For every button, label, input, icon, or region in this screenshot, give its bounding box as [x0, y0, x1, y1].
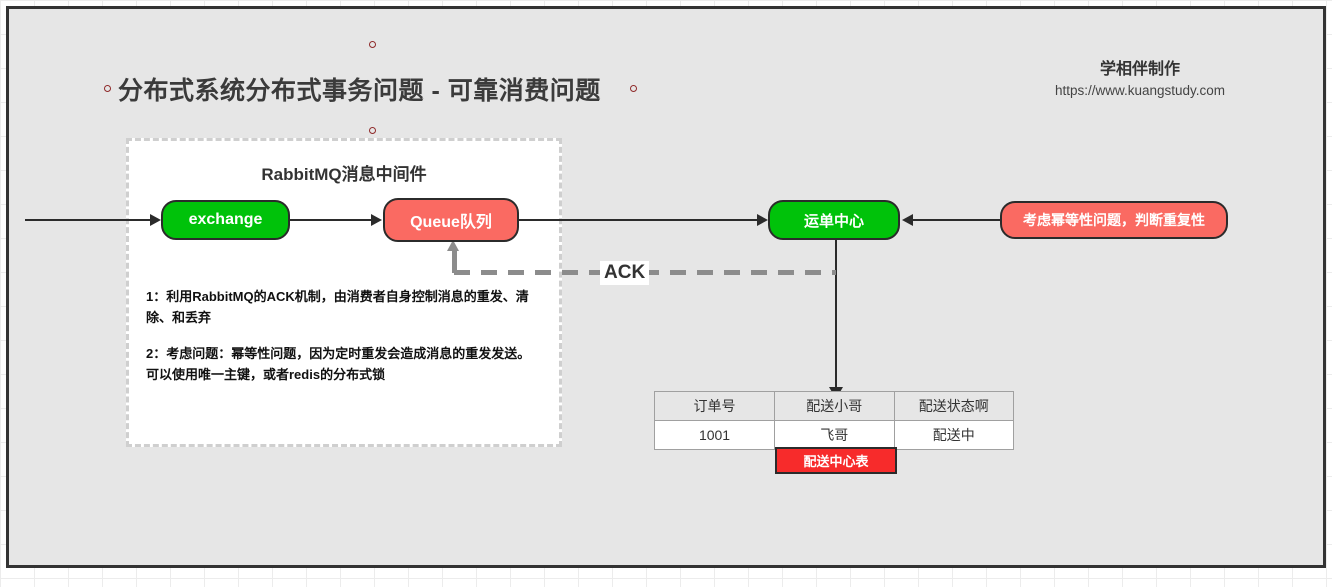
arrow-producer-to-exchange-line — [25, 219, 150, 221]
rabbitmq-container-label: RabbitMQ消息中间件 — [261, 165, 427, 184]
table-header-cell: 配送状态啊 — [893, 391, 1014, 421]
arrow-producer-to-exchange-head-icon — [150, 214, 161, 226]
node-order-center[interactable]: 运单中心 — [768, 200, 900, 240]
node-queue[interactable]: Queue队列 — [383, 198, 519, 242]
table-row: 1001 飞哥 配送中 — [653, 420, 1014, 450]
arrow-idempotent-to-order-center-line — [913, 219, 1000, 221]
arrow-queue-to-order-center-line — [519, 219, 757, 221]
node-exchange[interactable]: exchange — [161, 200, 290, 240]
table-header-row: 订单号 配送小哥 配送状态啊 — [653, 391, 1014, 421]
arrow-exchange-to-queue-head-icon — [371, 214, 382, 226]
rabbitmq-container — [126, 138, 562, 447]
selection-handle-right[interactable] — [630, 85, 637, 92]
selection-handle-left[interactable] — [104, 85, 111, 92]
arrow-idempotent-to-order-center-head-icon — [902, 214, 913, 226]
table-cell-order-id: 1001 — [653, 420, 776, 450]
ack-arrow-head-icon — [447, 240, 459, 251]
table-caption-badge: 配送中心表 — [775, 447, 897, 474]
selection-handle-top[interactable] — [369, 41, 376, 48]
ack-riser-line — [452, 249, 457, 273]
watermark-brand: 学相伴制作 — [1099, 61, 1180, 78]
arrow-queue-to-order-center-head-icon — [757, 214, 768, 226]
ack-label: ACK — [600, 261, 650, 285]
arrow-order-center-to-table-line — [835, 240, 837, 392]
table-header-cell: 配送小哥 — [774, 391, 895, 421]
delivery-table: 订单号 配送小哥 配送状态啊 1001 飞哥 配送中 — [653, 391, 1014, 450]
node-idempotency-note[interactable]: 考虑幂等性问题，判断重复性 — [1000, 201, 1228, 239]
selection-handle-bottom[interactable] — [369, 127, 376, 134]
watermark-url: https://www.kuangstudy.com — [1054, 83, 1226, 98]
page-title: 分布式系统分布式事务问题 - 可靠消费问题 — [118, 77, 601, 105]
table-cell-courier: 飞哥 — [774, 420, 895, 450]
arrow-exchange-to-queue-line — [290, 219, 371, 221]
note-idempotency: 2：考虑问题：幂等性问题，因为定时重发会造成消息的重发发送。可以使用唯一主键，或… — [146, 346, 531, 382]
table-header-cell: 订单号 — [653, 391, 776, 421]
note-ack-mechanism: 1：利用RabbitMQ的ACK机制，由消费者自身控制消息的重发、清除、和丢弃 — [146, 289, 529, 325]
table-cell-status: 配送中 — [893, 420, 1014, 450]
